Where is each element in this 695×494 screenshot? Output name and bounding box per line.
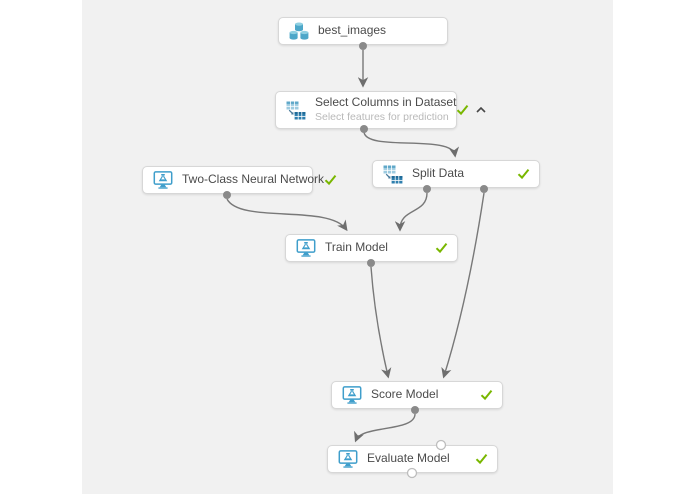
status-check-icon (517, 168, 530, 180)
node-two-class-neural-network[interactable]: Two-Class Neural Network (142, 166, 337, 194)
node-title: Split Data (412, 166, 465, 181)
ml-module-icon (296, 239, 316, 257)
node-title: Two-Class Neural Network (182, 172, 325, 187)
chevron-up-icon[interactable] (476, 107, 486, 113)
split-data-icon (383, 165, 403, 184)
node-train-model[interactable]: Train Model (285, 234, 458, 262)
node-title: Score Model (371, 387, 439, 402)
status-check-icon (475, 453, 488, 465)
node-score-model[interactable]: Score Model (331, 381, 503, 409)
node-split-data[interactable]: Split Data (372, 160, 540, 188)
node-evaluate-model[interactable]: Evaluate Model (327, 445, 498, 473)
node-subtitle: Select features for prediction (315, 110, 449, 123)
node-title: Evaluate Model (367, 451, 450, 466)
node-select-columns[interactable]: Select Columns in Dataset Select feature… (275, 91, 486, 129)
node-title: Select Columns in Dataset (315, 95, 457, 110)
status-check-icon (435, 242, 448, 254)
node-best-images[interactable]: best_images (278, 17, 448, 45)
status-check-icon (324, 174, 337, 186)
select-columns-icon (286, 101, 306, 120)
node-title: Train Model (325, 240, 388, 255)
ml-module-icon (342, 386, 362, 404)
dataset-icon (289, 22, 309, 40)
status-check-icon (457, 104, 469, 116)
node-title: best_images (318, 23, 387, 38)
status-check-icon (480, 389, 493, 401)
ml-module-icon (338, 450, 358, 468)
ml-module-icon (153, 171, 173, 189)
